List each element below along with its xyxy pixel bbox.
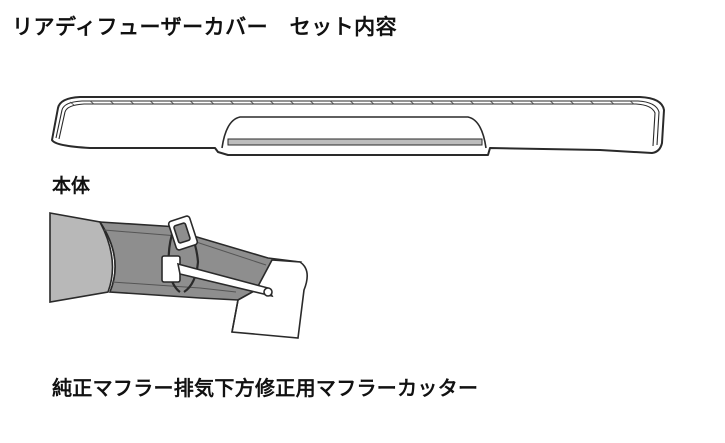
cutter-tip — [231, 259, 308, 339]
band-clamp — [161, 215, 274, 298]
page-title: リアディフューザーカバー セット内容 — [12, 15, 398, 39]
diffuser-center-slot — [227, 138, 483, 146]
body-label: 本体 — [52, 175, 91, 197]
diffuser-hatched-rim — [55, 100, 660, 147]
diffuser-rim-hatch-marks — [69, 100, 635, 106]
cutter-label: 純正マフラー排気下方修正用マフラーカッター — [52, 376, 479, 400]
diffuser-cover-illustration — [51, 96, 665, 156]
exhaust-pipe — [49, 212, 303, 303]
